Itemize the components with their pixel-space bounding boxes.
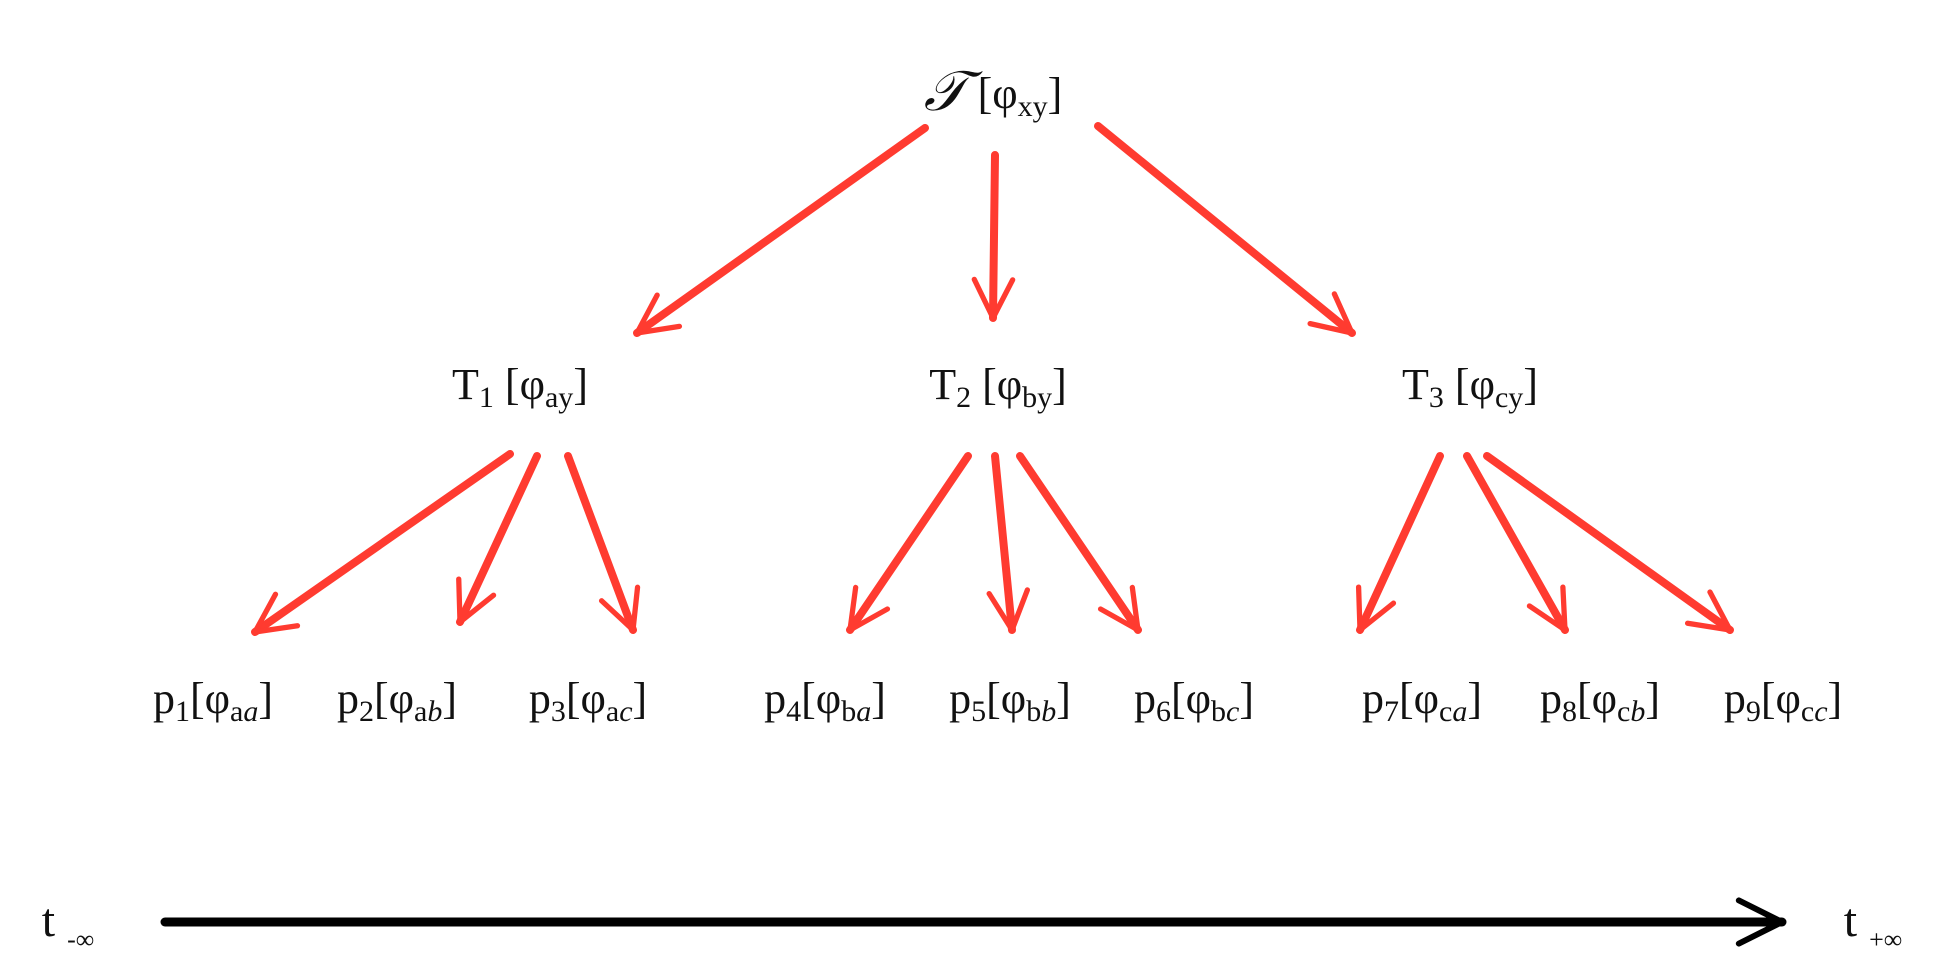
mid-node-2-label: T2 [φby] [929, 360, 1067, 414]
leaf-subscript-b: c [1814, 695, 1828, 728]
leaf-node-8-label: p8[φcb] [1539, 674, 1661, 728]
root-subscript: xy [1017, 90, 1048, 123]
leaf-number: 2 [358, 695, 374, 728]
leaf-node-4-label: p4[φba] [764, 674, 886, 728]
leaf-number: 5 [971, 695, 987, 728]
mid-node-phi: φ [519, 360, 545, 409]
leaf-subscript-a: a [605, 695, 620, 728]
mid-node-name: T [1402, 360, 1429, 409]
leaf-name: p [528, 674, 551, 723]
arrows-group [251, 122, 1734, 636]
leaf-name: p [336, 674, 359, 723]
arrow-t3-to-p7 [1355, 452, 1444, 634]
mid-node-number: 2 [956, 381, 972, 414]
timeline-end-label: t +∞ [1844, 897, 1903, 953]
leaf-subscript-a: a [230, 695, 244, 728]
arrow-root-to-t3 [1094, 122, 1356, 337]
leaf-node-2-label: p2[φab] [336, 674, 458, 728]
leaf-number: 1 [174, 695, 190, 728]
leaf-node-5-label: p5[φbb] [949, 674, 1071, 728]
root-phi: φ [992, 69, 1018, 118]
arrow-t1-to-p2 [456, 452, 541, 626]
arrow-root-to-t1 [633, 124, 929, 337]
leaf-subscript-b: c [1226, 695, 1240, 728]
leaf-subscript-b: a [1452, 695, 1468, 728]
leaf-node-7-label: p7[φca] [1361, 674, 1483, 728]
mid-node-subscript: cy [1494, 381, 1524, 414]
leaf-phi: φ [204, 674, 231, 723]
leaf-name: p [1361, 674, 1384, 723]
mid-node-phi: φ [1469, 360, 1495, 409]
timeline-end-t: t [1843, 894, 1858, 947]
leaf-subscript-a: b [1211, 695, 1227, 728]
timeline-start-label: t -∞ [42, 897, 95, 953]
mid-node-name: T [929, 360, 957, 409]
timeline-start-subscript: -∞ [67, 925, 95, 954]
arrow-t1-to-p3 [564, 452, 641, 634]
leaf-phi: φ [1591, 674, 1618, 723]
leaf-node-1-label: p1[φaa] [152, 674, 274, 728]
leaf-subscript-a: b [841, 695, 857, 728]
leaf-subscript-a: c [1800, 695, 1815, 728]
leaf-subscript-b: a [243, 695, 259, 728]
arrow-t2-to-p4 [846, 452, 972, 634]
arrow-t3-to-p8 [1463, 452, 1569, 634]
leaf-number: 9 [1745, 695, 1761, 728]
mid-node-number: 3 [1428, 381, 1444, 414]
leaf-phi: φ [580, 674, 606, 723]
leaf-phi: φ [1413, 674, 1440, 723]
leaf-subscript-b: b [1041, 695, 1057, 728]
arrow-t1-to-p1 [251, 450, 514, 636]
leaf-number: 4 [786, 695, 802, 728]
leaf-node-6-label: p6[φbc] [1133, 674, 1255, 728]
arrow-root-to-t2 [971, 151, 1016, 322]
leaf-name: p [1133, 674, 1156, 723]
leaf-subscript-a: a [414, 695, 428, 728]
leaf-phi: φ [388, 674, 415, 723]
arrow-t2-to-p5 [986, 452, 1031, 634]
leaf-node-3-label: p3[φac] [528, 674, 648, 728]
leaf-number: 8 [1561, 695, 1577, 728]
leaf-subscript-b: b [427, 695, 443, 728]
root-symbol: 𝒯 [923, 59, 967, 124]
leaf-phi: φ [1000, 674, 1027, 723]
leaf-node-9-label: p9[φcc] [1723, 674, 1843, 728]
leaf-name: p [764, 674, 787, 723]
leaf-number: 6 [1155, 695, 1171, 728]
leaf-name: p [949, 674, 972, 723]
mid-node-subscript: by [1022, 381, 1053, 414]
mid-node-subscript: ay [544, 381, 574, 414]
leaf-subscript-b: b [1630, 695, 1646, 728]
leaf-phi: φ [1185, 674, 1212, 723]
leaf-subscript-b: a [856, 695, 872, 728]
leaf-number: 3 [550, 695, 566, 728]
leaf-name: p [1539, 674, 1562, 723]
leaf-name: p [1723, 674, 1746, 723]
leaf-phi: φ [815, 674, 842, 723]
leaf-subscript-a: c [1617, 695, 1631, 728]
timeline-end-subscript: +∞ [1869, 925, 1903, 954]
leaf-subscript-a: c [1439, 695, 1453, 728]
mid-node-1-label: T1 [φay] [452, 360, 588, 414]
mid-node-number: 1 [478, 381, 494, 414]
mid-node-phi: φ [996, 360, 1023, 409]
leaf-subscript-a: b [1026, 695, 1042, 728]
mid-node-3-label: T3 [φcy] [1402, 360, 1538, 414]
mid-node-name: T [452, 360, 479, 409]
leaf-name: p [152, 674, 175, 723]
root-node-label: 𝒯 [φxy] [923, 59, 1063, 124]
leaf-number: 7 [1383, 695, 1399, 728]
arrow-t3-to-p9 [1483, 452, 1734, 634]
arrow-t2-to-p6 [1016, 452, 1142, 634]
leaf-subscript-b: c [619, 695, 633, 728]
leaf-phi: φ [1775, 674, 1801, 723]
timeline-start-t: t [41, 894, 56, 947]
